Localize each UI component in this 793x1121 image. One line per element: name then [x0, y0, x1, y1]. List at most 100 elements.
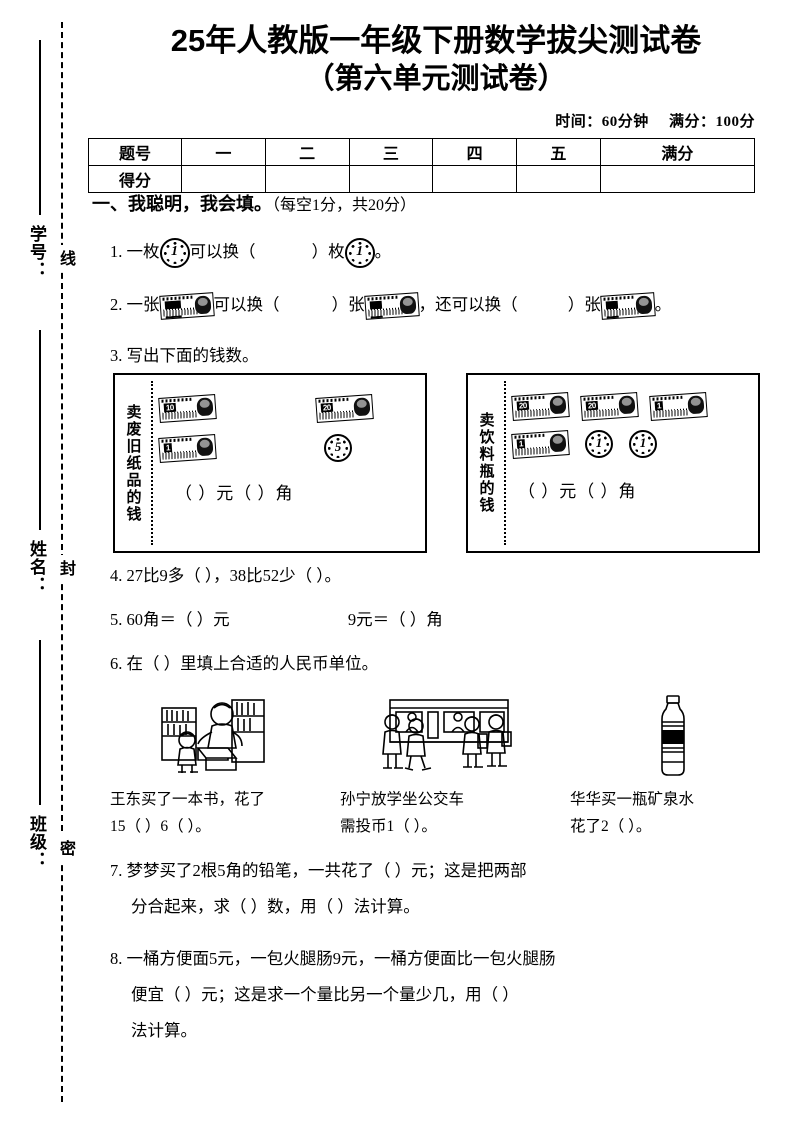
col-total: 满分 — [599, 138, 756, 166]
score-cell-2[interactable] — [264, 165, 350, 193]
q6-number: 6. — [110, 654, 123, 673]
q7-line-2[interactable]: 分合起来，求（ ）数，用（ ）法计算。 — [131, 897, 420, 916]
q1-text-4: 。 — [374, 241, 392, 261]
q7-line-1[interactable]: 梦梦买了2根5角的铅笔，一共花了（ ）元；这是把两部 — [126, 861, 527, 880]
q6-text[interactable]: 在（ ）里填上合适的人民币单位。 — [126, 654, 379, 673]
section-heading: 一、我聪明，我会填。（每空1分，共20分） — [92, 190, 416, 216]
paper-title: 25年人教版一年级下册数学拔尖测试卷 （第六单元测试卷） — [86, 22, 786, 98]
name-label: 姓名： — [27, 540, 46, 594]
exam-total-score: 满分：100分 — [668, 114, 755, 130]
q4-text[interactable]: 27比9多（ ），38比52少（ ）。 — [126, 566, 342, 585]
banknote-1-icon: 1 — [158, 433, 217, 463]
table-row-score: 得分 — [88, 165, 756, 193]
bookstore-illustration — [160, 699, 265, 773]
money-box-left-answer[interactable]: （ ）元（ ）角 — [175, 484, 294, 503]
question-7-line-2-row: 分合起来，求（ ）数，用（ ）法计算。 — [131, 894, 420, 920]
banknote-20-icon: 20 — [363, 292, 420, 321]
score-cell-5[interactable] — [516, 165, 601, 193]
question-6-pictures: 王东买了一本书，花了 15（ ）6（ ）。 — [110, 690, 775, 840]
coin-1-jiao-icon: 1 — [344, 238, 375, 268]
picture-2-caption-line-1: 孙宁放学坐公交车 — [340, 791, 465, 808]
water-bottle-illustration — [660, 695, 685, 776]
exam-time: 时间：60分钟 — [555, 114, 649, 130]
q1-text-3: ）枚 — [311, 241, 345, 261]
q5-number: 5. — [110, 610, 123, 629]
title-line-1: 25年人教版一年级下册数学拔尖测试卷 — [170, 23, 702, 58]
q2-text-4: ，还可以换（ — [418, 295, 518, 314]
banknote-100-icon: 100 — [158, 292, 215, 321]
question-6: 6. 在（ ）里填上合适的人民币单位。 — [110, 651, 378, 677]
student-id-label: 学号： — [27, 225, 46, 279]
picture-2-caption: 孙宁放学坐公交车 需投币1（ ）。 — [340, 786, 545, 840]
banknote-10-icon: 10 — [158, 393, 217, 423]
title-line-2: （第六单元测试卷） — [305, 63, 567, 95]
money-box-right-content: 20 20 1 1 1 1 （ ）元（ ）角 — [511, 381, 752, 547]
q1-text-2: 可以换（ — [189, 241, 256, 261]
question-8-line-2-row: 便宜（ ）元；这是求一个量比另一个量少几，用（ ） — [131, 982, 519, 1008]
picture-column-2: 孙宁放学坐公交车 需投币1（ ）。 — [340, 690, 545, 840]
q3-number: 3. — [110, 346, 123, 365]
banknote-20-icon: 20 — [315, 393, 374, 423]
question-7: 7. 梦梦买了2根5角的铅笔，一共花了（ ）元；这是把两部 — [110, 858, 527, 884]
q5-right[interactable]: 9元＝（ ）角 — [347, 610, 443, 629]
table-row-header: 题号 一 二 三 四 五 满分 — [88, 138, 756, 166]
row-label-question-no: 题号 — [88, 138, 182, 166]
school-bus-illustration-area — [340, 690, 545, 782]
money-box-right-label: 卖饮料瓶的钱 — [477, 412, 494, 514]
money-row-2: 1 5 — [158, 431, 419, 465]
seal-char-feng: 封 — [53, 555, 77, 582]
q2-text-3: ）张 — [331, 295, 365, 314]
score-cell-4[interactable] — [432, 165, 517, 193]
school-bus-illustration — [381, 699, 512, 771]
q8-number: 8. — [110, 949, 123, 968]
question-8: 8. 一桶方便面5元，一包火腿肠9元，一桶方便面比一包火腿肠 — [110, 946, 556, 972]
money-row-1: 10 20 — [158, 391, 419, 425]
q1-number: 1. — [110, 241, 123, 261]
money-box-left-divider — [151, 381, 153, 545]
col-4: 四 — [432, 138, 517, 166]
picture-column-1: 王东买了一本书，花了 15（ ）6（ ）。 — [110, 690, 315, 840]
score-cell-3[interactable] — [348, 165, 434, 193]
question-2: 2. 一张 100 可以换（ ）张 20 ，还可以换（ ）张 10 。 — [110, 292, 672, 321]
q2-text-6: 。 — [654, 295, 672, 314]
score-cell-total[interactable] — [599, 165, 756, 193]
picture-1-caption-line-2[interactable]: 15（ ）6（ ）。 — [110, 818, 211, 835]
col-3: 三 — [348, 138, 434, 166]
left-margin: 学号： 姓名： 班级： 线 封 密 — [0, 0, 86, 1121]
money-row-1: 20 20 1 — [511, 389, 752, 423]
picture-1-caption: 王东买了一本书，花了 15（ ）6（ ）。 — [110, 786, 315, 840]
question-4: 4. 27比9多（ ），38比52少（ ）。 — [110, 563, 341, 589]
banknote-1-icon: 1 — [649, 391, 708, 421]
question-1: 1. 一枚1可以换（ ）枚1。 — [110, 238, 391, 268]
q2-number: 2. — [110, 295, 123, 314]
money-row-2: 1 1 1 — [511, 427, 752, 461]
picture-1-caption-line-1: 王东买了一本书，花了 — [110, 791, 266, 808]
seal-char-xian: 线 — [53, 245, 77, 272]
coin-1-yuan-icon: 1 — [629, 430, 657, 458]
col-2: 二 — [264, 138, 350, 166]
section-points: （每空1分，共20分） — [272, 197, 417, 214]
water-bottle-illustration-area — [570, 690, 775, 782]
class-rule — [39, 640, 41, 805]
money-box-left-label: 卖废旧纸品的钱 — [124, 403, 141, 523]
score-cell-1[interactable] — [181, 165, 266, 193]
money-box-right-answer[interactable]: （ ）元（ ）角 — [518, 482, 637, 501]
section-heading-text: 一、我聪明，我会填。 — [92, 194, 272, 214]
coin-5-jiao-icon: 5 — [324, 434, 352, 462]
q5-left[interactable]: 60角＝（ ）元 — [126, 610, 230, 629]
col-5: 五 — [516, 138, 601, 166]
class-label: 班级： — [27, 815, 46, 869]
q2-text-5: ）张 — [567, 295, 601, 314]
money-box-left-content: 10 20 1 5 （ ）元（ ）角 — [158, 381, 419, 547]
banknote-20-icon: 20 — [511, 391, 570, 421]
banknote-20-icon: 20 — [580, 391, 639, 421]
q8-line-2[interactable]: 便宜（ ）元；这是求一个量比另一个量少几，用（ ） — [131, 985, 519, 1004]
picture-2-caption-line-2[interactable]: 需投币1（ ）。 — [340, 818, 437, 835]
picture-3-caption-line-2[interactable]: 花了2（ ）。 — [570, 818, 652, 835]
seal-char-mi: 密 — [53, 835, 77, 862]
bookstore-illustration-area — [110, 690, 315, 782]
picture-column-3: 华华买一瓶矿泉水 花了2（ ）。 — [570, 690, 775, 840]
q2-text-2: 可以换（ — [213, 295, 280, 314]
col-1: 一 — [181, 138, 266, 166]
money-box-right-label-area: 卖饮料瓶的钱 — [468, 375, 502, 551]
